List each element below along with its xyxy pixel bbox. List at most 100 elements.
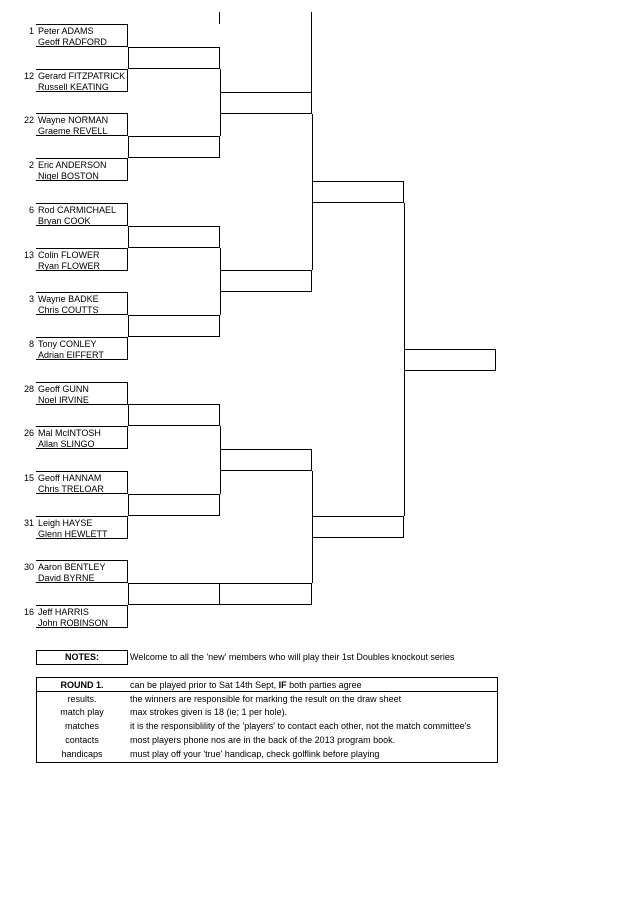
entry-player-2: Chris TRELOAR (38, 484, 104, 494)
round1-connector (128, 315, 129, 337)
entry-player-2: Ryan FLOWER (38, 260, 101, 271)
entry-player-2: Bryan COOK (38, 215, 91, 226)
entry-seed: 8 (28, 338, 34, 349)
entry-seed: 13 (23, 249, 34, 260)
round2-connector (220, 68, 221, 137)
rule-text-main: the winners are responsible for marking … (130, 693, 402, 704)
rule-label: results. (67, 693, 97, 704)
entry-player-1: Aaron BENTLEY (38, 562, 106, 573)
entry-box (36, 68, 128, 92)
round2-connector (220, 247, 221, 316)
entry-seed: 2 (28, 160, 34, 171)
entry-seed: 31 (23, 517, 34, 528)
round3-top-stub (220, 12, 312, 92)
rule-text-main: max strokes given is 18 (ie; 1 per hole)… (130, 707, 288, 718)
entry-box (36, 426, 128, 450)
entry-player-2: Adrian EIFFERT (38, 349, 104, 360)
rule-text-main: it is the responsiblility of the 'player… (130, 721, 471, 732)
rule-text: it is the responsiblility of the 'player… (130, 721, 471, 732)
entry-player-1: Eric ANDERSON (38, 160, 107, 171)
round3-connector (312, 471, 313, 584)
notes-text: Welcome to all the 'new' members who wil… (130, 652, 455, 662)
round1-connector (128, 494, 129, 516)
entry-player-2: John ROBINSON (38, 618, 109, 629)
rule-text: must play off your 'true' handicap, chec… (130, 749, 379, 760)
entry-player-1: Rod CARMICHAEL (38, 204, 117, 215)
round3-slot (220, 91, 312, 114)
round3-slot (220, 270, 312, 293)
entry-player-1: Mal McINTOSH (38, 428, 101, 439)
entry-seed: 26 (23, 428, 34, 439)
entry-seed: 15 (23, 473, 34, 483)
rule-label: match play (60, 707, 104, 718)
rule-text-main: most players phone nos are in the back o… (130, 734, 396, 745)
entry-box (36, 605, 128, 629)
entry-player-1: Leigh HAYSE (38, 517, 93, 528)
round2-slot (128, 493, 220, 516)
entry-seed: 12 (23, 70, 34, 81)
entry-player-1: Geoff HANNAM (38, 473, 102, 483)
round1-connector (128, 404, 129, 427)
entry-box (36, 471, 128, 494)
rule-text-main: can be played prior to Sat 14th Sept, (130, 680, 279, 690)
entry-player-1: Wayne NORMAN (38, 115, 109, 126)
entry-seed: 6 (28, 204, 34, 215)
rule-label: contacts (65, 734, 99, 745)
entry-box (36, 381, 128, 405)
entry-box (36, 336, 128, 360)
entry-player-2: Chris COUTTS (38, 305, 99, 316)
rule-text-main: must play off your 'true' handicap, chec… (130, 748, 380, 759)
entry-box (36, 24, 128, 47)
entry-seed: 16 (23, 607, 34, 618)
round4-slot (312, 516, 404, 539)
entry-seed: 30 (23, 562, 34, 573)
entry-player-1: Geoff GUNN (38, 383, 89, 394)
entry-box (36, 515, 128, 539)
rules-table (36, 677, 498, 763)
round2-top-stub (218, 12, 220, 24)
entry-box (36, 292, 128, 316)
entry-player-1: Peter ADAMS (38, 26, 94, 36)
round2-slot-edge (128, 315, 220, 338)
entry-player-1: Gerard FITZPATRICK (38, 70, 126, 81)
entry-player-1: Colin FLOWER (38, 249, 100, 260)
round2-slot (128, 136, 220, 159)
round1-connector (128, 225, 129, 248)
round1-connector (128, 47, 129, 69)
entry-box (36, 560, 128, 584)
rule-text-rest: both parties agree (286, 680, 362, 690)
entry-box (36, 247, 128, 271)
round2-slot-edge (128, 404, 220, 427)
entry-player-1: Jeff HARRIS (38, 607, 89, 618)
round1-connector (128, 136, 129, 159)
rule-text-emphasis: IF (278, 680, 287, 690)
entry-player-2: Russell KEATING (38, 81, 109, 92)
notes-label: NOTES: (64, 652, 99, 662)
round4-slot (312, 180, 404, 203)
round3-connector (312, 113, 313, 271)
entry-seed: 28 (23, 383, 34, 394)
round2-slot-edge (128, 136, 220, 159)
round2-slot-edge (128, 583, 220, 606)
rule-text: can be played prior to Sat 14th Sept, IF… (130, 680, 362, 691)
entry-player-2: Allan SLINGO (38, 439, 95, 450)
entry-player-2: Noel IRVINE (38, 394, 89, 405)
entry-seed: 3 (28, 294, 34, 305)
round2-slot-edge (128, 225, 220, 248)
rule-label: ROUND 1. (60, 680, 104, 690)
round1-connector (128, 583, 129, 606)
round3-slot (220, 583, 312, 606)
entry-player-2: Glenn HEWLETT (38, 528, 108, 539)
round2-slot (128, 46, 220, 69)
round3-slot (220, 449, 312, 472)
entry-player-2: Graeme REVELL (38, 126, 108, 137)
entry-player-2: Geoff RADFORD (38, 37, 107, 47)
round2-connector (220, 426, 221, 494)
rule-text: most players phone nos are in the back o… (130, 735, 395, 746)
round2-slot (128, 583, 220, 606)
entry-box (36, 202, 128, 226)
semi-slot (404, 348, 496, 371)
rule-label: matches (64, 721, 99, 732)
rules-header-divider (36, 691, 498, 692)
entry-box (36, 158, 128, 182)
